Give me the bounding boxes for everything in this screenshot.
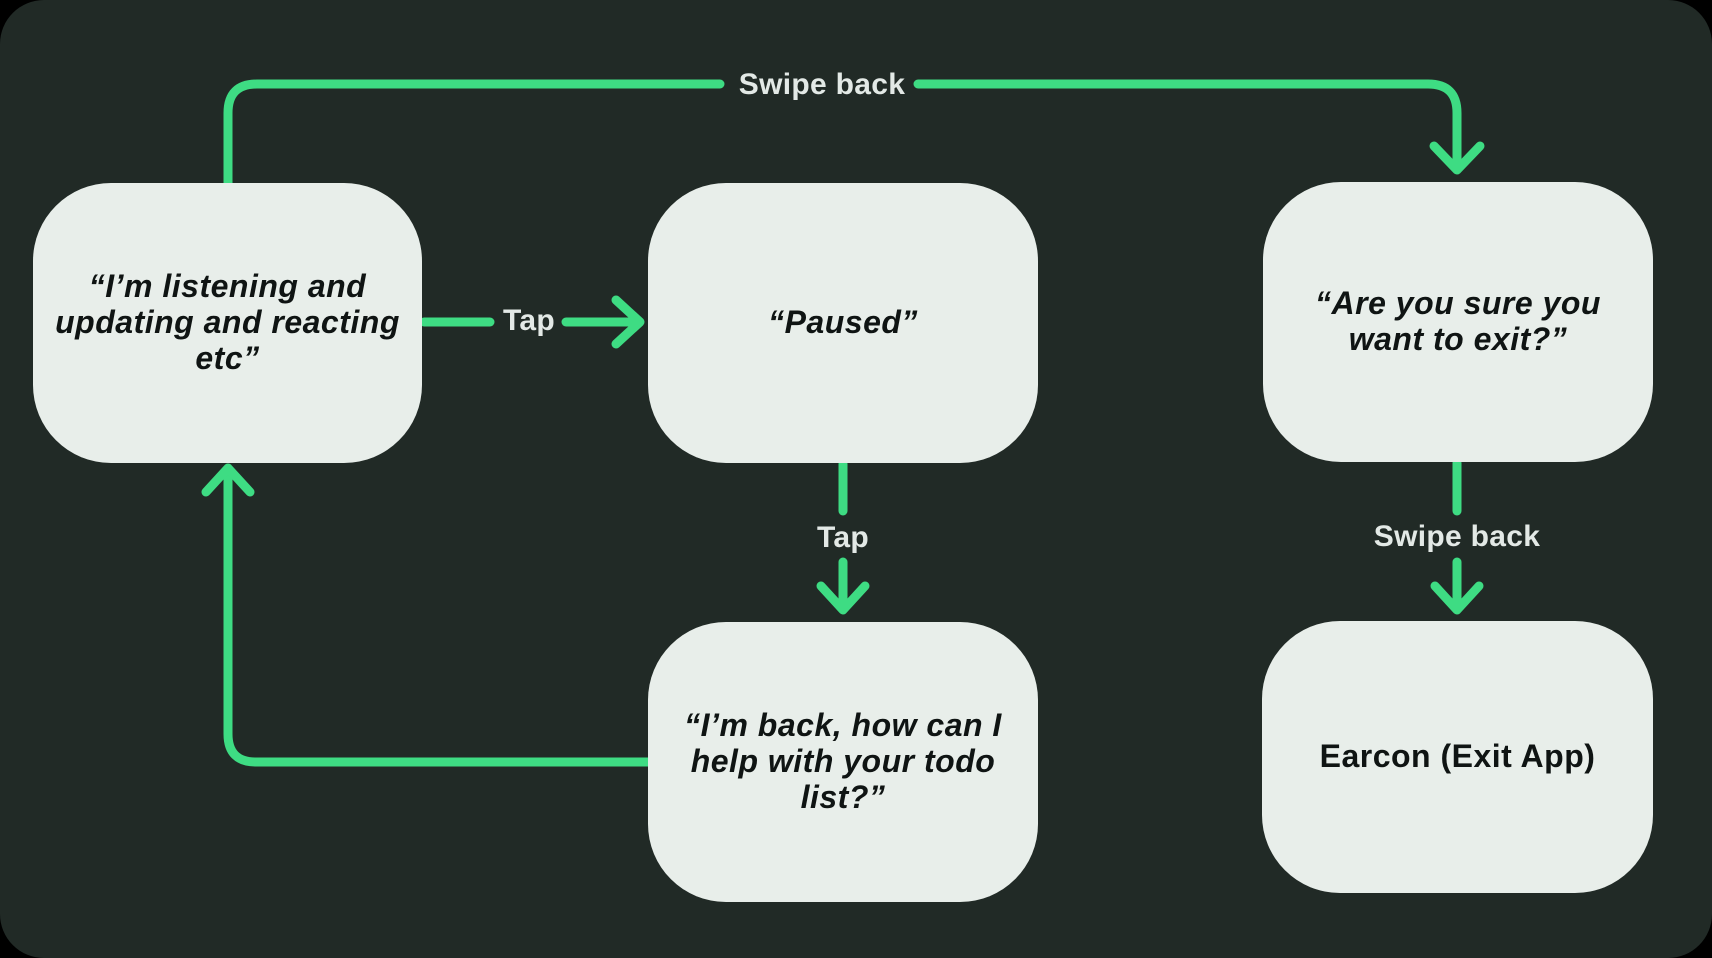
edge-label-tap-pause: Tap [502,304,556,337]
return-loop-arrowhead-icon [201,463,255,497]
node-listening-text: “I’m listening and updating and reacting… [55,268,400,376]
node-earcon-exit-app: Earcon (Exit App) [1262,621,1653,893]
edge-return-loop [223,467,653,767]
edge-label-swipe-back-exit: Swipe back [1373,520,1541,553]
node-paused-text: “Paused” [768,304,918,341]
edge-label-swipe-back-top: Swipe back [738,68,906,101]
tap-pause-arrowhead-icon [611,295,645,349]
node-confirm-exit-text: “Are you sure you want to exit?” [1315,285,1601,357]
edge-swipe-back-top-right-segment [913,79,1462,169]
swipe-back-top-arrowhead-icon [1429,141,1485,175]
edge-swipe-back-top-left-segment [223,79,725,188]
node-paused-state: “Paused” [648,183,1038,463]
tap-resume-arrowhead-icon [816,581,870,615]
node-earcon-text: Earcon (Exit App) [1319,738,1596,775]
node-back-state: “I’m back, how can I help with your todo… [648,622,1038,902]
swipe-back-exit-arrowhead-icon [1430,581,1484,615]
node-confirm-exit-state: “Are you sure you want to exit?” [1263,182,1653,462]
node-back-text: “I’m back, how can I help with your todo… [684,707,1002,815]
node-listening-state: “I’m listening and updating and reacting… [33,183,422,463]
edge-label-tap-resume: Tap [816,521,870,554]
